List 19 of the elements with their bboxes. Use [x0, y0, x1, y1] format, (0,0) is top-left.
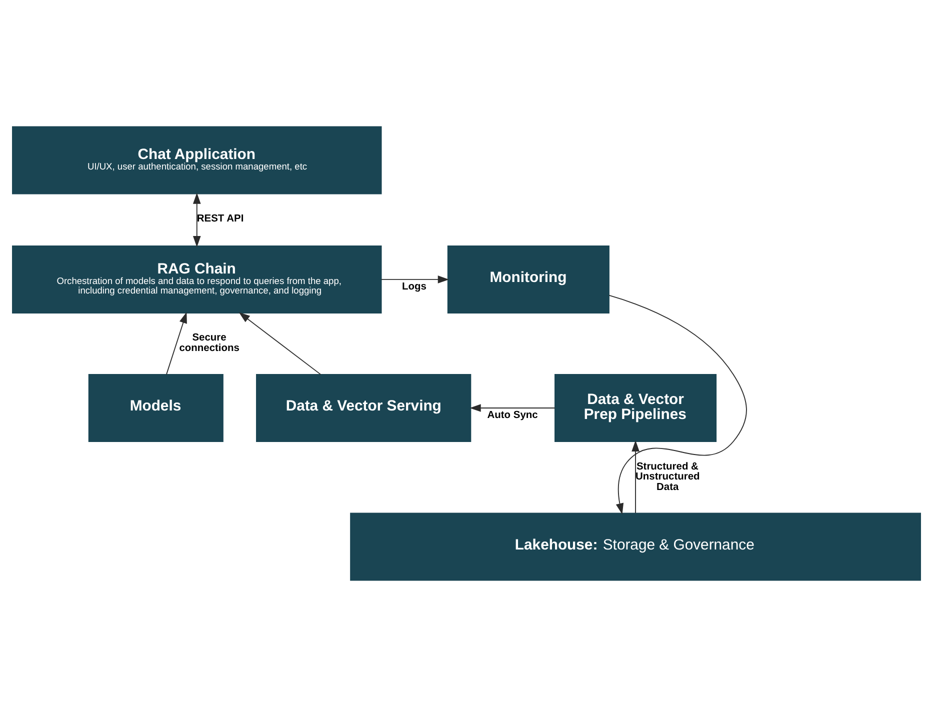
node-box: Lakehouse: Storage & Governance [350, 512, 921, 580]
edge-label: REST API [196, 213, 244, 224]
arrow [470, 404, 556, 412]
arrow [380, 275, 450, 283]
arrow [632, 440, 640, 513]
arrow [238, 312, 322, 374]
arrow [166, 312, 187, 374]
node-box: Data & Vector Prep Pipelines [554, 374, 717, 442]
node-box: RAG Chain Orchestration of models and data to respond to queries from the app, including credential management, governance, and logging [12, 244, 382, 313]
node-box: Data & Vector Serving [256, 374, 472, 442]
edge-label: Secure connections [179, 332, 240, 354]
node-box: Monitoring [447, 244, 610, 313]
edge-label: Logs [402, 281, 426, 292]
arrow [608, 294, 747, 514]
edge-label: Structured & Unstructured Data [636, 460, 700, 492]
node-box: Models [88, 374, 224, 442]
edge-label: Auto Sync [487, 410, 538, 421]
arrow [192, 192, 201, 247]
node-box: Chat Application UI/UX, user authentication, session management, etc [12, 126, 382, 194]
